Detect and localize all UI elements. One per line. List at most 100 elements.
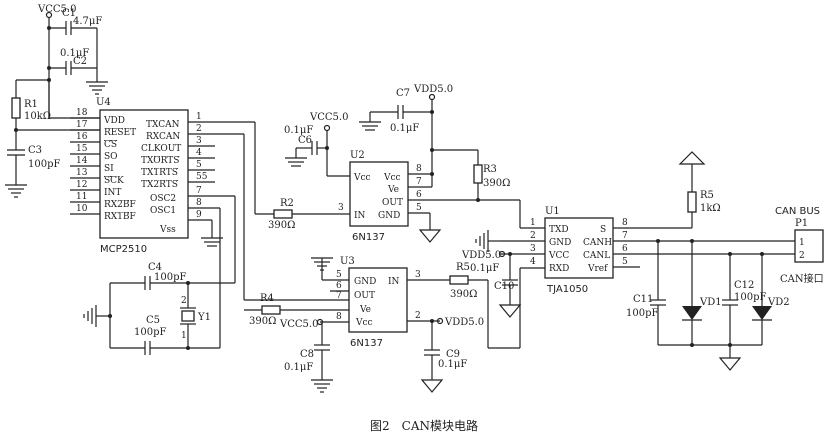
c6-ref: C6 bbox=[298, 135, 312, 146]
svg-text:7: 7 bbox=[622, 231, 628, 241]
u1-vcc-network: VDD5.0 0.1μF C10 bbox=[461, 250, 522, 318]
svg-text:RESET: RESET bbox=[104, 128, 136, 138]
p1-label: CAN接口 bbox=[780, 272, 824, 285]
tx-path: R2 390Ω 3 bbox=[215, 121, 350, 231]
u1-part: TJA1050 bbox=[546, 284, 588, 295]
r4-ref: R4 bbox=[260, 293, 274, 304]
resistor-r5-1k bbox=[687, 191, 697, 213]
svg-text:5: 5 bbox=[336, 270, 342, 280]
svg-text:2: 2 bbox=[530, 231, 536, 241]
svg-text:Vcc: Vcc bbox=[353, 173, 371, 183]
bus-protection: C11 100pF VD1 C12 100pF VD2 bbox=[626, 239, 790, 371]
resistor-r3 bbox=[473, 164, 483, 184]
svg-text:4: 4 bbox=[196, 148, 202, 158]
svg-text:3: 3 bbox=[530, 244, 536, 254]
c11-ref: C11 bbox=[633, 294, 653, 305]
c7-value: 0.1μF bbox=[390, 123, 419, 134]
svg-text:16: 16 bbox=[76, 132, 88, 142]
c10-ref: C10 bbox=[494, 281, 514, 292]
r5-value: 390Ω bbox=[450, 289, 477, 300]
svg-text:TXCAN: TXCAN bbox=[146, 120, 180, 130]
vcc-u2-label: VCC5.0 bbox=[309, 112, 348, 123]
svg-text:OUT: OUT bbox=[354, 291, 375, 301]
crystal-y1 bbox=[181, 310, 195, 322]
svg-text:1: 1 bbox=[196, 112, 202, 122]
y1-pin-bottom: 1 bbox=[181, 331, 187, 341]
svg-text:2: 2 bbox=[196, 124, 202, 134]
r3-ref: R3 bbox=[483, 164, 497, 175]
svg-text:13: 13 bbox=[76, 168, 88, 178]
u3-ground bbox=[311, 257, 333, 280]
c8-ref: C8 bbox=[300, 349, 314, 360]
u4-part: MCP2510 bbox=[100, 244, 147, 255]
svg-text:5: 5 bbox=[416, 203, 422, 213]
c5-value: 100pF bbox=[134, 327, 166, 338]
svg-text:55: 55 bbox=[196, 172, 208, 182]
c6-value: 0.1μF bbox=[284, 125, 313, 136]
u2-body bbox=[349, 161, 409, 227]
c8-value: 0.1μF bbox=[284, 362, 313, 373]
vd1-ref: VD1 bbox=[699, 297, 722, 308]
u3-ref: U3 bbox=[340, 256, 355, 267]
r1-value: 10kΩ bbox=[24, 111, 51, 122]
r3-value: 390Ω bbox=[483, 178, 510, 189]
svg-text:IN: IN bbox=[388, 277, 400, 287]
u2-ref: U2 bbox=[350, 150, 365, 161]
u4-vss-ground bbox=[201, 220, 223, 247]
c5-ref: C5 bbox=[146, 315, 160, 326]
rx-path: R4 390Ω bbox=[215, 133, 349, 327]
svg-text:RXCAN: RXCAN bbox=[146, 132, 180, 142]
c9-ref: C9 bbox=[446, 349, 460, 360]
svg-text:RX2BF: RX2BF bbox=[104, 200, 136, 210]
r5b-ref: R5 bbox=[700, 190, 714, 201]
u1-body bbox=[544, 217, 614, 279]
svg-text:SO: SO bbox=[104, 152, 118, 162]
svg-text:CS: CS bbox=[104, 140, 117, 150]
r5b-value: 1kΩ bbox=[700, 203, 721, 214]
svg-text:7: 7 bbox=[416, 177, 422, 187]
figure-caption: 图2 CAN模块电路 bbox=[370, 418, 478, 433]
svg-text:CANL: CANL bbox=[583, 251, 610, 261]
r2-ref: R2 bbox=[280, 198, 294, 209]
resistor-r5-390 bbox=[449, 275, 469, 285]
svg-text:4: 4 bbox=[530, 257, 536, 267]
r4-value: 390Ω bbox=[249, 316, 276, 327]
c9-value: 0.1μF bbox=[438, 359, 467, 370]
u3-input-path: R5 390Ω bbox=[449, 262, 545, 349]
vdd-u3-label: VDD5.0 bbox=[444, 317, 484, 328]
r2-value: 390Ω bbox=[268, 220, 295, 231]
c4-ref: C4 bbox=[148, 262, 162, 273]
c10-value: 0.1μF bbox=[470, 263, 499, 274]
vcc-top-label: VCC5.0 bbox=[37, 4, 76, 15]
reset-network: R1 10kΩ C3 100pF bbox=[5, 78, 110, 198]
connector-p1: CAN BUS P1 1 2 CAN接口 bbox=[775, 206, 824, 285]
svg-text:SI: SI bbox=[104, 164, 114, 174]
u3-vdd-network: VDD5.0 C9 0.1μF bbox=[420, 317, 484, 393]
resistor-r2 bbox=[273, 209, 293, 219]
svg-text:IN: IN bbox=[354, 211, 366, 221]
svg-text:15: 15 bbox=[76, 144, 88, 154]
s-pin-pullup: R5 1kΩ bbox=[678, 151, 721, 228]
capacitor-c1: C1 4.7μF bbox=[47, 8, 102, 35]
y1-ref: Y1 bbox=[197, 312, 211, 323]
u2-part: 6N137 bbox=[352, 232, 385, 243]
u1-ref: U1 bbox=[545, 206, 560, 217]
svg-text:11: 11 bbox=[76, 192, 87, 202]
c3-ref: C3 bbox=[28, 145, 42, 156]
svg-text:GND: GND bbox=[354, 277, 376, 287]
svg-text:7: 7 bbox=[336, 291, 342, 301]
c1-ref: C1 bbox=[62, 8, 76, 19]
vdd-u1-label: VDD5.0 bbox=[461, 250, 501, 261]
svg-text:3: 3 bbox=[415, 270, 421, 280]
chip-u2-6n137: U2 6N137 Vcc IN Vcc Ve OUT GND 8 7 6 5 bbox=[349, 150, 520, 243]
svg-text:CLKOUT: CLKOUT bbox=[141, 144, 181, 154]
svg-text:Vcc: Vcc bbox=[383, 173, 401, 183]
svg-text:GND: GND bbox=[549, 238, 571, 248]
c4-value: 100pF bbox=[154, 272, 186, 283]
svg-text:INT: INT bbox=[104, 188, 121, 198]
svg-text:7: 7 bbox=[196, 186, 202, 196]
r5-ref: R5 bbox=[456, 262, 470, 273]
u4-ref: U4 bbox=[96, 97, 111, 108]
